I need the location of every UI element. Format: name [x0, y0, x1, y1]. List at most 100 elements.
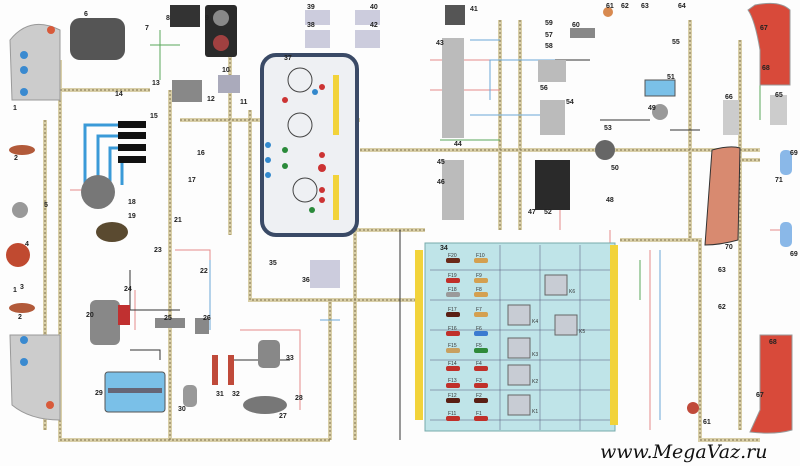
relay — [507, 304, 531, 326]
callout-64: 64 — [678, 3, 686, 10]
fuse — [474, 312, 488, 317]
lamp-69 — [780, 222, 792, 247]
callout-24: 24 — [124, 286, 132, 293]
fuse — [446, 292, 460, 297]
callout-71: 71 — [775, 177, 783, 184]
callout-62: 62 — [621, 3, 629, 10]
wiper-motor — [258, 340, 280, 368]
fuse — [446, 348, 460, 353]
switch-53 — [595, 140, 615, 160]
fuse-label: F16 — [448, 326, 457, 332]
fuse — [474, 366, 488, 371]
callout-36: 36 — [302, 277, 310, 284]
callout-29: 29 — [95, 390, 103, 397]
fuse — [474, 398, 488, 403]
callout-50: 50 — [611, 165, 619, 172]
switch-56 — [538, 60, 566, 82]
fuse — [474, 416, 488, 421]
callout-12: 12 — [207, 96, 215, 103]
tail-lamp-right — [747, 2, 791, 86]
ignition-coil — [96, 222, 128, 242]
fuse-block-wiring — [430, 245, 610, 430]
fuse-label: F20 — [448, 253, 457, 259]
fuse-label: F11 — [448, 411, 456, 417]
switch-box — [218, 75, 240, 93]
callout-69: 69 — [790, 251, 798, 258]
callout-28: 28 — [295, 395, 303, 402]
callout-3: 3 — [20, 284, 24, 291]
switch-39 — [305, 10, 330, 25]
instrument-cluster — [260, 53, 359, 237]
lamp-69 — [780, 150, 792, 175]
switch-40 — [355, 10, 380, 25]
callout-11: 11 — [240, 99, 248, 106]
steering-column-switch — [442, 38, 464, 138]
bulb-icon — [47, 26, 55, 34]
callout-49: 49 — [648, 105, 656, 112]
switch-25 — [155, 318, 185, 328]
callout-15: 15 — [150, 113, 158, 120]
fuse-label: F6 — [476, 326, 482, 332]
callout-18: 18 — [128, 199, 136, 206]
fuse — [446, 278, 460, 283]
relay-label: K1 — [532, 409, 538, 415]
fuse — [446, 312, 460, 317]
sensor-icon — [12, 202, 28, 218]
callout-43: 43 — [436, 40, 444, 47]
callout-66: 66 — [725, 94, 733, 101]
fuse-label: F14 — [448, 361, 457, 367]
callout-67: 67 — [760, 25, 768, 32]
switch-36 — [310, 260, 340, 288]
watermark: www.MegaVaz.ru — [600, 441, 767, 463]
switch-42 — [355, 30, 380, 48]
bulb-icon — [20, 358, 28, 366]
callout-17: 17 — [188, 177, 196, 184]
headlamp-left-rear — [9, 334, 61, 421]
fuse — [474, 258, 488, 263]
fuse — [446, 383, 460, 388]
relay-label: K5 — [579, 329, 585, 335]
bulb-icon — [20, 66, 28, 74]
callout-47: 47 — [528, 209, 536, 216]
relay — [544, 274, 568, 296]
callout-70: 70 — [725, 244, 733, 251]
fuse-label: F5 — [476, 343, 482, 349]
callout-7: 7 — [145, 25, 149, 32]
fuse — [446, 258, 460, 263]
fuse — [446, 398, 460, 403]
callout-33: 33 — [286, 355, 294, 362]
bulb-icon — [46, 401, 54, 409]
callout-9: 9 — [205, 15, 209, 22]
connector — [333, 75, 339, 135]
callout-61: 61 — [606, 3, 614, 10]
injector-31 — [212, 355, 218, 385]
callout-63: 63 — [641, 3, 649, 10]
callout-25: 25 — [164, 315, 172, 322]
callout-44: 44 — [454, 141, 462, 148]
callout-31: 31 — [216, 391, 224, 398]
starter — [90, 300, 120, 345]
fuse-label: F2 — [476, 393, 482, 399]
lamp-65 — [770, 95, 787, 125]
relay-label: K4 — [532, 319, 538, 325]
fuse-label: F17 — [448, 307, 457, 313]
ignition-switch — [442, 160, 464, 220]
callout-1: 1 — [13, 287, 17, 294]
fuse-label: F1 — [476, 411, 482, 417]
callout-60: 60 — [572, 22, 580, 29]
callout-37: 37 — [284, 55, 292, 62]
voltage-regulator — [172, 80, 202, 102]
callout-55: 55 — [672, 39, 680, 46]
relay-label: K3 — [532, 352, 538, 358]
fuse-label: F10 — [476, 253, 485, 259]
relay — [507, 337, 531, 359]
fan-motor — [243, 396, 287, 414]
callout-13: 13 — [152, 80, 160, 87]
fuse — [474, 278, 488, 283]
fuse — [446, 416, 460, 421]
callout-14: 14 — [115, 91, 123, 98]
knob-icon — [213, 35, 229, 51]
callout-2: 2 — [18, 314, 22, 321]
